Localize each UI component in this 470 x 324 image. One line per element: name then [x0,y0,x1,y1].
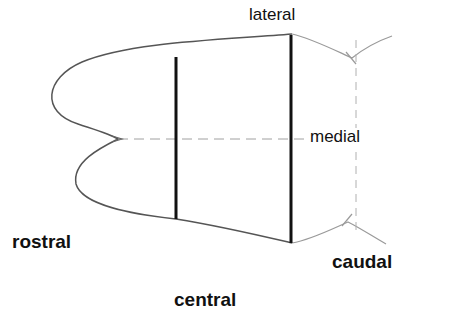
section-line [175,57,178,219]
body-outline-lower [292,222,386,244]
direction-label: rostral [10,232,73,253]
direction-label: lateral [247,6,297,25]
fin-mark-upper [346,52,356,64]
body-outline-upper [292,34,392,58]
fin-mark-lower [342,214,352,226]
section-line [290,35,293,243]
notch-mark [112,136,122,142]
direction-label: medial [308,128,362,147]
direction-label: central [172,290,238,311]
direction-label: caudal [330,252,394,273]
